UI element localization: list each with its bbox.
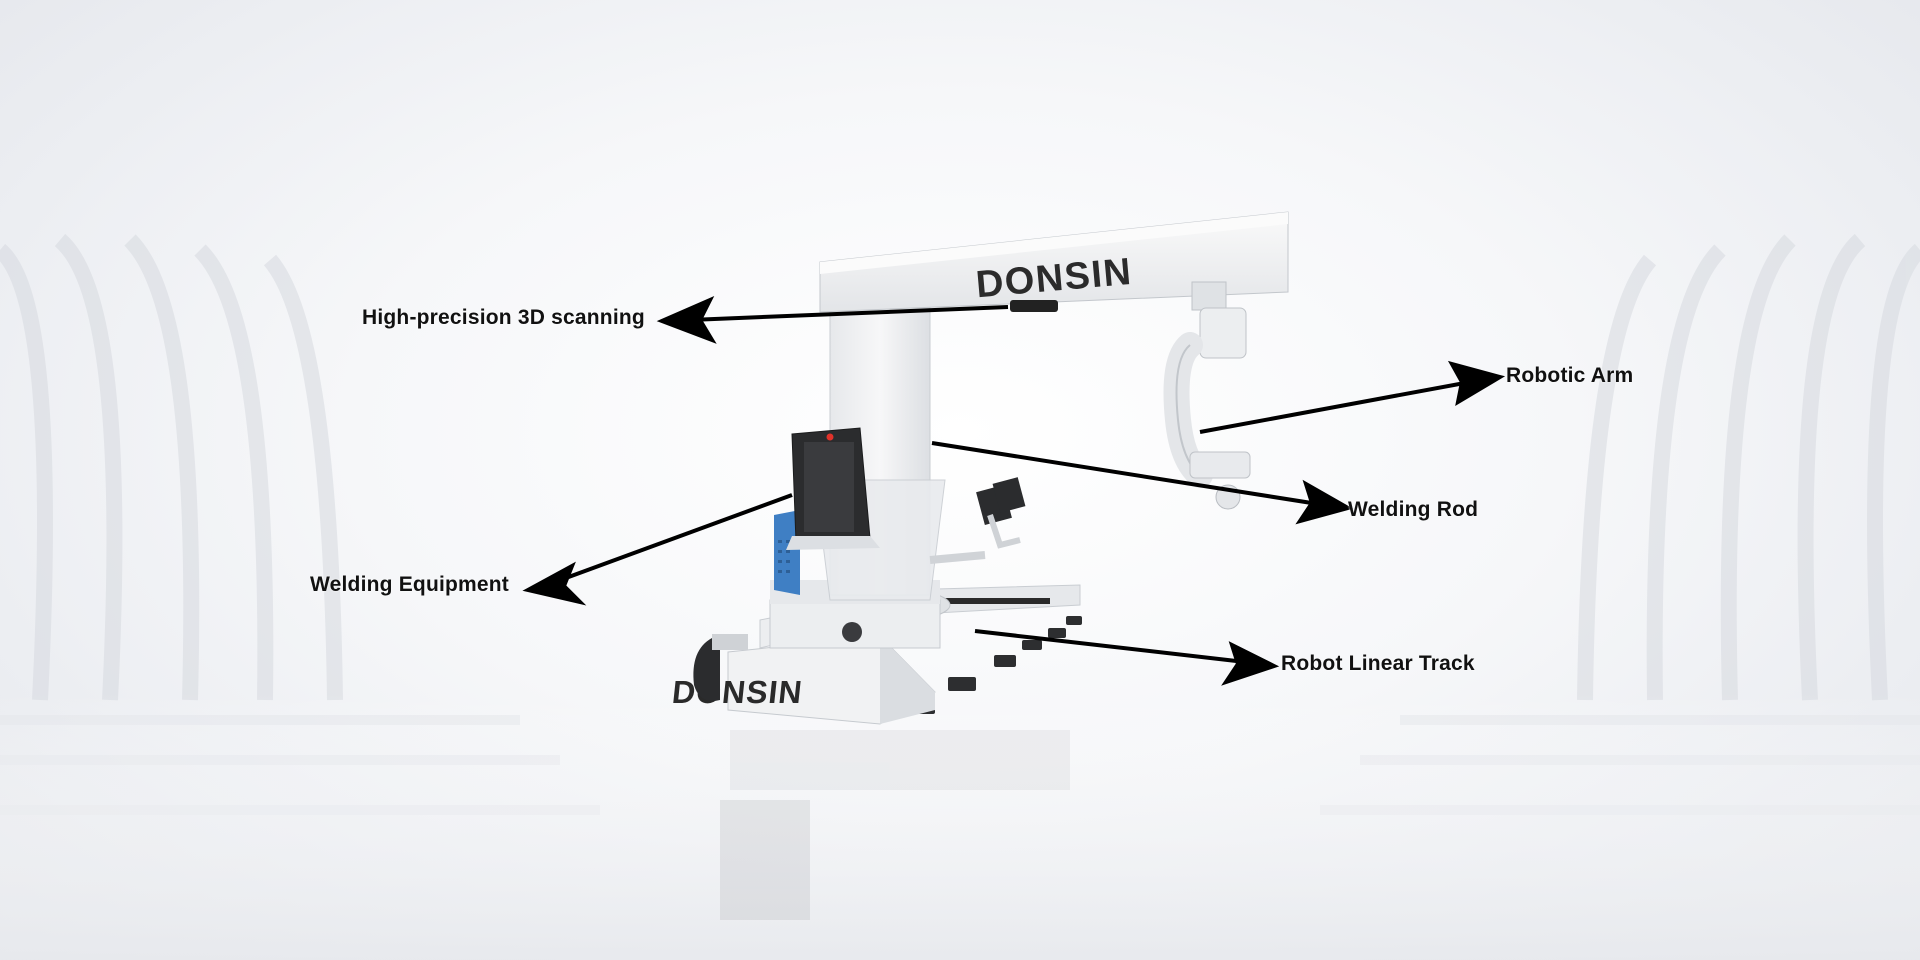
robotic-arm — [1163, 281, 1251, 510]
callout-arrows — [522, 295, 1506, 686]
arrow-rod — [931, 441, 1319, 506]
label-welding-rod: Welding Rod — [1348, 498, 1479, 521]
arrow-track — [974, 629, 1246, 664]
arrow-scanning — [689, 305, 1009, 322]
label-scanning: High-precision 3D scanning — [362, 306, 645, 329]
base-logo: DONSIN — [670, 674, 804, 710]
cross-beam: DONSIN — [819, 211, 1289, 313]
welding-robot: DONSIN DONSIN — [670, 211, 1289, 920]
label-linear-track: Robot Linear Track — [1281, 652, 1475, 675]
arrowhead-scanning — [656, 295, 717, 344]
label-welding-equipment: Welding Equipment — [310, 573, 510, 596]
scanner-head — [929, 477, 1026, 564]
arrowhead-track — [1221, 641, 1280, 686]
arrow-arm — [1199, 380, 1471, 434]
reflection — [720, 730, 1070, 920]
arrow-equipment — [554, 493, 793, 584]
arrowhead-equipment — [522, 561, 587, 606]
welding-equipment-unit — [774, 427, 880, 595]
label-robotic-arm: Robotic Arm — [1506, 364, 1634, 387]
arrowhead-rod — [1295, 479, 1354, 525]
arrowhead-arm — [1447, 360, 1506, 407]
floor — [0, 690, 1920, 960]
